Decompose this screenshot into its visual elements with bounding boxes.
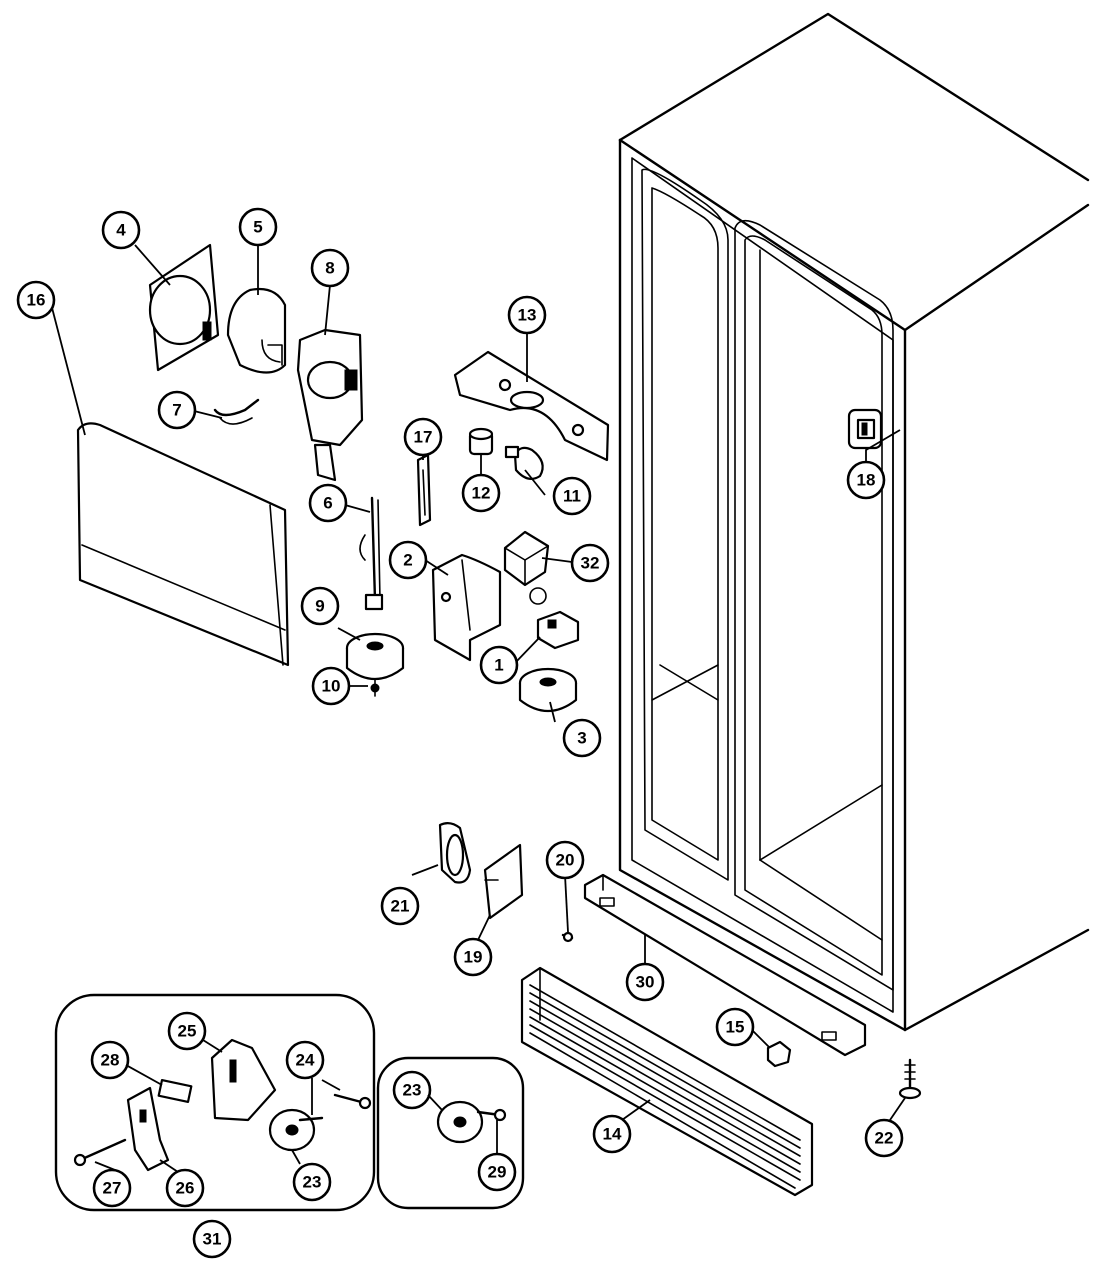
callout-19: 19 (453, 937, 493, 977)
svg-text:7: 7 (172, 401, 181, 420)
svg-text:28: 28 (101, 1051, 120, 1070)
leader-lines-groups (94, 1039, 498, 1173)
part-21-duct (438, 821, 472, 884)
part-13-light-bracket (453, 350, 610, 462)
part-5-fan-cover (226, 287, 287, 374)
svg-text:6: 6 (323, 494, 332, 513)
part-6-wire-harness (359, 496, 384, 611)
part-10-screw (370, 679, 380, 697)
svg-text:32: 32 (581, 554, 600, 573)
svg-text:11: 11 (563, 487, 581, 506)
callout-26: 26 (165, 1168, 205, 1208)
svg-text:14: 14 (603, 1125, 622, 1144)
part-3-damper (518, 667, 578, 712)
svg-text:16: 16 (27, 291, 46, 310)
svg-text:21: 21 (391, 897, 410, 916)
svg-text:29: 29 (488, 1163, 507, 1182)
callout-23-left: 23 (292, 1162, 332, 1202)
part-19-bracket (483, 843, 524, 920)
callout-22: 22 (864, 1118, 904, 1158)
part-2-control-housing (431, 553, 502, 662)
callout-2: 2 (388, 540, 428, 580)
svg-text:27: 27 (103, 1179, 122, 1198)
callout-31: 31 (192, 1219, 232, 1259)
svg-text:19: 19 (464, 948, 483, 967)
svg-text:22: 22 (875, 1129, 894, 1148)
callout-13: 13 (507, 295, 547, 335)
part-18-switch (847, 408, 883, 450)
cabinet (618, 12, 1090, 1032)
part-17-strip (416, 453, 432, 527)
callout-25: 25 (167, 1011, 207, 1051)
callout-21: 21 (380, 886, 420, 926)
part-1-thermostat (529, 587, 580, 650)
svg-text:25: 25 (178, 1022, 197, 1041)
callout-3: 3 (562, 718, 602, 758)
callout-7: 7 (157, 390, 197, 430)
callout-20: 20 (545, 840, 585, 880)
svg-text:24: 24 (296, 1051, 315, 1070)
svg-text:3: 3 (577, 729, 586, 748)
svg-text:26: 26 (176, 1179, 195, 1198)
svg-text:10: 10 (322, 677, 341, 696)
callout-24: 24 (285, 1040, 325, 1080)
part-16-cover-panel (76, 422, 290, 667)
callout-8: 8 (310, 248, 350, 288)
callout-18: 18 (846, 460, 886, 500)
callout-17: 17 (403, 417, 443, 457)
callout-23-right: 23 (392, 1070, 432, 1110)
svg-text:8: 8 (325, 259, 334, 278)
callout-11: 11 (552, 476, 592, 516)
svg-text:2: 2 (403, 551, 412, 570)
svg-text:23: 23 (303, 1173, 322, 1192)
part-4-fan-shroud (148, 243, 220, 372)
callout-5: 5 (238, 207, 278, 247)
part-8-fan-housing (296, 328, 364, 482)
callout-15: 15 (715, 1007, 755, 1047)
part-30-base-rail (583, 873, 867, 1057)
svg-text:31: 31 (203, 1230, 222, 1249)
leader-lines (49, 244, 906, 1121)
svg-text:4: 4 (116, 221, 126, 240)
group-31-roller-assembly (54, 993, 376, 1212)
svg-text:23: 23 (403, 1081, 422, 1100)
callout-4: 4 (101, 210, 141, 250)
callout-32: 32 (570, 543, 610, 583)
part-32-relay (503, 530, 550, 587)
callout-16: 16 (16, 280, 56, 320)
callout-6: 6 (308, 483, 348, 523)
part-12-socket (468, 427, 494, 456)
svg-text:9: 9 (315, 597, 324, 616)
svg-text:1: 1 (494, 656, 503, 675)
svg-text:30: 30 (636, 973, 655, 992)
svg-text:20: 20 (556, 851, 575, 870)
svg-text:13: 13 (518, 306, 537, 325)
callout-28: 28 (90, 1040, 130, 1080)
callout-14: 14 (592, 1114, 632, 1154)
svg-text:12: 12 (472, 484, 491, 503)
callout-27: 27 (92, 1168, 132, 1208)
callout-29: 29 (477, 1152, 517, 1192)
svg-text:15: 15 (726, 1018, 745, 1037)
part-9-damper (345, 632, 405, 680)
svg-text:5: 5 (253, 218, 262, 237)
part-14-toe-grille (520, 966, 814, 1197)
callout-1: 1 (479, 645, 519, 685)
callout-30: 30 (625, 962, 665, 1002)
part-22-leveler (898, 1058, 922, 1100)
svg-text:18: 18 (857, 471, 876, 490)
part-7-clip (213, 398, 260, 425)
callout-10: 10 (311, 666, 351, 706)
callouts: 4 5 8 16 7 13 17 12 11 6 2 32 9 1 10 3 1… (16, 207, 904, 1259)
part-15-clip (766, 1040, 792, 1068)
callout-12: 12 (461, 473, 501, 513)
group-roller-pin (376, 1056, 525, 1210)
svg-text:17: 17 (414, 428, 433, 447)
part-20-screw (561, 931, 574, 943)
part-11-bulb (504, 445, 544, 481)
callout-9: 9 (300, 586, 340, 626)
